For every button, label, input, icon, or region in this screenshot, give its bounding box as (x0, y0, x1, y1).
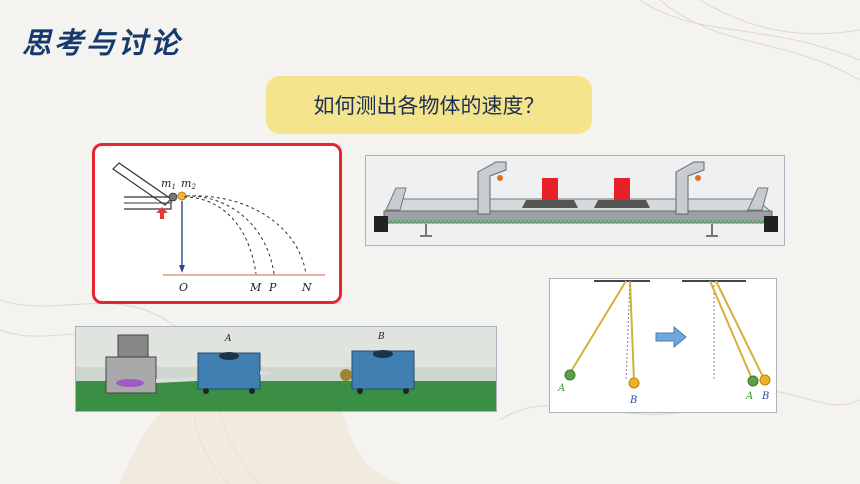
trajectories (183, 195, 307, 275)
track-end-left (374, 216, 388, 232)
label-m1: m1 (161, 177, 176, 191)
pendulum-diagram: A B A B (557, 280, 771, 406)
photogate-right (675, 161, 705, 215)
page-title: 思考与讨论 (22, 26, 183, 60)
point-P: P (268, 281, 277, 294)
ball-a-before (564, 369, 576, 381)
ball-m2 (177, 191, 187, 201)
glider-right (594, 200, 650, 208)
label-m2: m2 (181, 177, 196, 191)
projectile-diagram-panel: m1 m2 O M P N (92, 143, 342, 304)
ball-m1 (168, 192, 178, 202)
ball-b-after (759, 374, 771, 386)
ball-a-after (747, 375, 759, 387)
point-M: M (249, 281, 262, 294)
question-banner: 如何测出各物体的速度？ (266, 76, 592, 134)
projectile-diagram: m1 m2 O M P N (112, 162, 325, 294)
down-arrow-icon (179, 265, 185, 273)
label-ball-a-after: A (745, 391, 753, 402)
flag-right (614, 178, 630, 200)
air-track-diagram (374, 161, 778, 237)
track-top (384, 198, 772, 212)
label-ball-b-after: B (761, 391, 769, 402)
label-ball-a-before: A (557, 383, 565, 394)
right-arrow-icon (655, 325, 687, 349)
carts-diagram: A B (76, 332, 496, 411)
label-ball-b-before: B (629, 395, 637, 406)
air-track-panel (365, 155, 785, 246)
label-cart-a: A (224, 334, 232, 344)
carts-panel: A B (75, 326, 497, 412)
pendulum-panel: A B A B (549, 278, 777, 413)
cart-b (351, 350, 415, 390)
flag-left (542, 178, 558, 200)
ball-b-before (628, 377, 640, 389)
track-end-right (764, 216, 778, 232)
point-N: N (301, 281, 312, 294)
glider-left (522, 200, 578, 208)
photogate-left (477, 161, 507, 215)
point-O: O (179, 281, 188, 294)
label-cart-b: B (377, 332, 385, 342)
support-arrow-icon (156, 207, 168, 219)
